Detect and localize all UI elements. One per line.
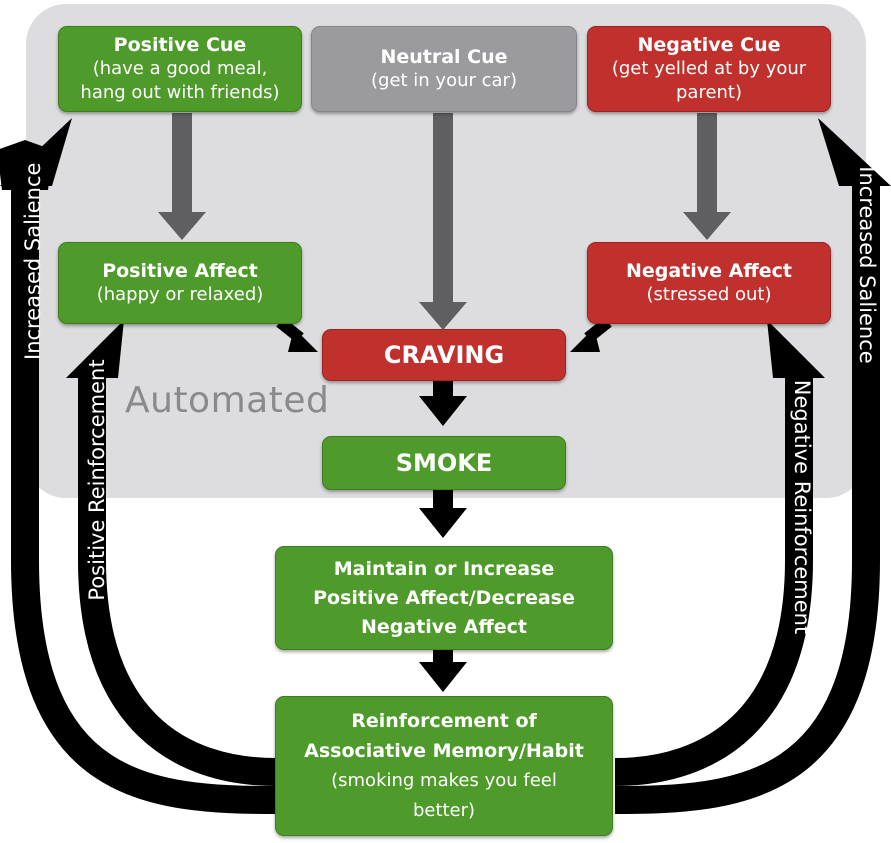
arrow-left-outer-loop xyxy=(0,118,277,814)
smoke-box: SMOKE xyxy=(322,436,566,490)
gray-arrow-negative-cue xyxy=(683,113,731,240)
reinforcement-box: Reinforcement of Associative Memory/Habi… xyxy=(275,696,613,836)
positive-affect-example: (happy or relaxed) xyxy=(96,284,264,305)
positive-cue-example-line2: hang out with friends) xyxy=(80,82,280,103)
negative-affect-example: (stressed out) xyxy=(646,284,772,305)
maintain-box: Maintain or Increase Positive Affect/Dec… xyxy=(275,546,613,650)
arrow-craving-to-smoke xyxy=(419,380,467,426)
positive-affect-title: Positive Affect xyxy=(102,260,258,282)
negative-affect-box: Negative Affect (stressed out) xyxy=(587,242,831,324)
craving-title: CRAVING xyxy=(383,341,505,369)
positive-cue-title: Positive Cue xyxy=(113,34,247,56)
negative-cue-title: Negative Cue xyxy=(637,34,781,56)
neutral-cue-box: Neutral Cue (get in your car) xyxy=(311,26,577,112)
right-inner-label: Negative Reinforcement xyxy=(790,379,814,635)
negative-cue-box: Negative Cue (get yelled at by your pare… xyxy=(587,26,831,112)
maintain-line3: Negative Affect xyxy=(360,615,528,638)
arrow-right-inner-loop xyxy=(614,320,825,786)
negative-cue-example-line1: (get yelled at by your xyxy=(611,58,807,79)
maintain-line1: Maintain or Increase xyxy=(333,557,555,580)
gray-arrow-neutral-cue xyxy=(419,113,467,330)
reinforcement-line2: Associative Memory/Habit xyxy=(304,740,584,762)
automated-label: Automated xyxy=(125,380,330,421)
craving-box: CRAVING xyxy=(322,329,566,381)
arrow-maintain-to-reinforcement xyxy=(419,650,467,692)
positive-cue-example-line1: (have a good meal, xyxy=(92,58,268,79)
arrow-positive-affect-to-craving xyxy=(276,317,318,352)
arrow-smoke-to-maintain xyxy=(419,490,467,538)
gray-arrow-positive-cue xyxy=(158,113,206,240)
positive-cue-box: Positive Cue (have a good meal, hang out… xyxy=(58,26,302,112)
negative-affect-title: Negative Affect xyxy=(625,260,793,282)
arrow-left-inner-loop xyxy=(66,320,277,786)
left-outer-label: Increased Salience xyxy=(21,162,45,360)
smoke-title: SMOKE xyxy=(395,449,493,477)
neutral-cue-example: (get in your car) xyxy=(371,70,517,91)
negative-cue-example-line2: parent) xyxy=(675,82,743,103)
reinforcement-example-line2: better) xyxy=(412,800,476,821)
reinforcement-line1: Reinforcement of xyxy=(351,710,537,732)
reinforcement-example-line1: (smoking makes you feel xyxy=(331,770,557,791)
positive-affect-box: Positive Affect (happy or relaxed) xyxy=(58,242,302,324)
arrow-negative-affect-to-craving xyxy=(570,317,612,352)
arrow-right-outer-loop xyxy=(614,118,891,814)
right-outer-label: Increased Salience xyxy=(855,166,879,364)
left-inner-label: Positive Reinforcement xyxy=(85,359,109,601)
maintain-line2: Positive Affect/Decrease xyxy=(313,586,575,609)
neutral-cue-title: Neutral Cue xyxy=(380,46,508,68)
